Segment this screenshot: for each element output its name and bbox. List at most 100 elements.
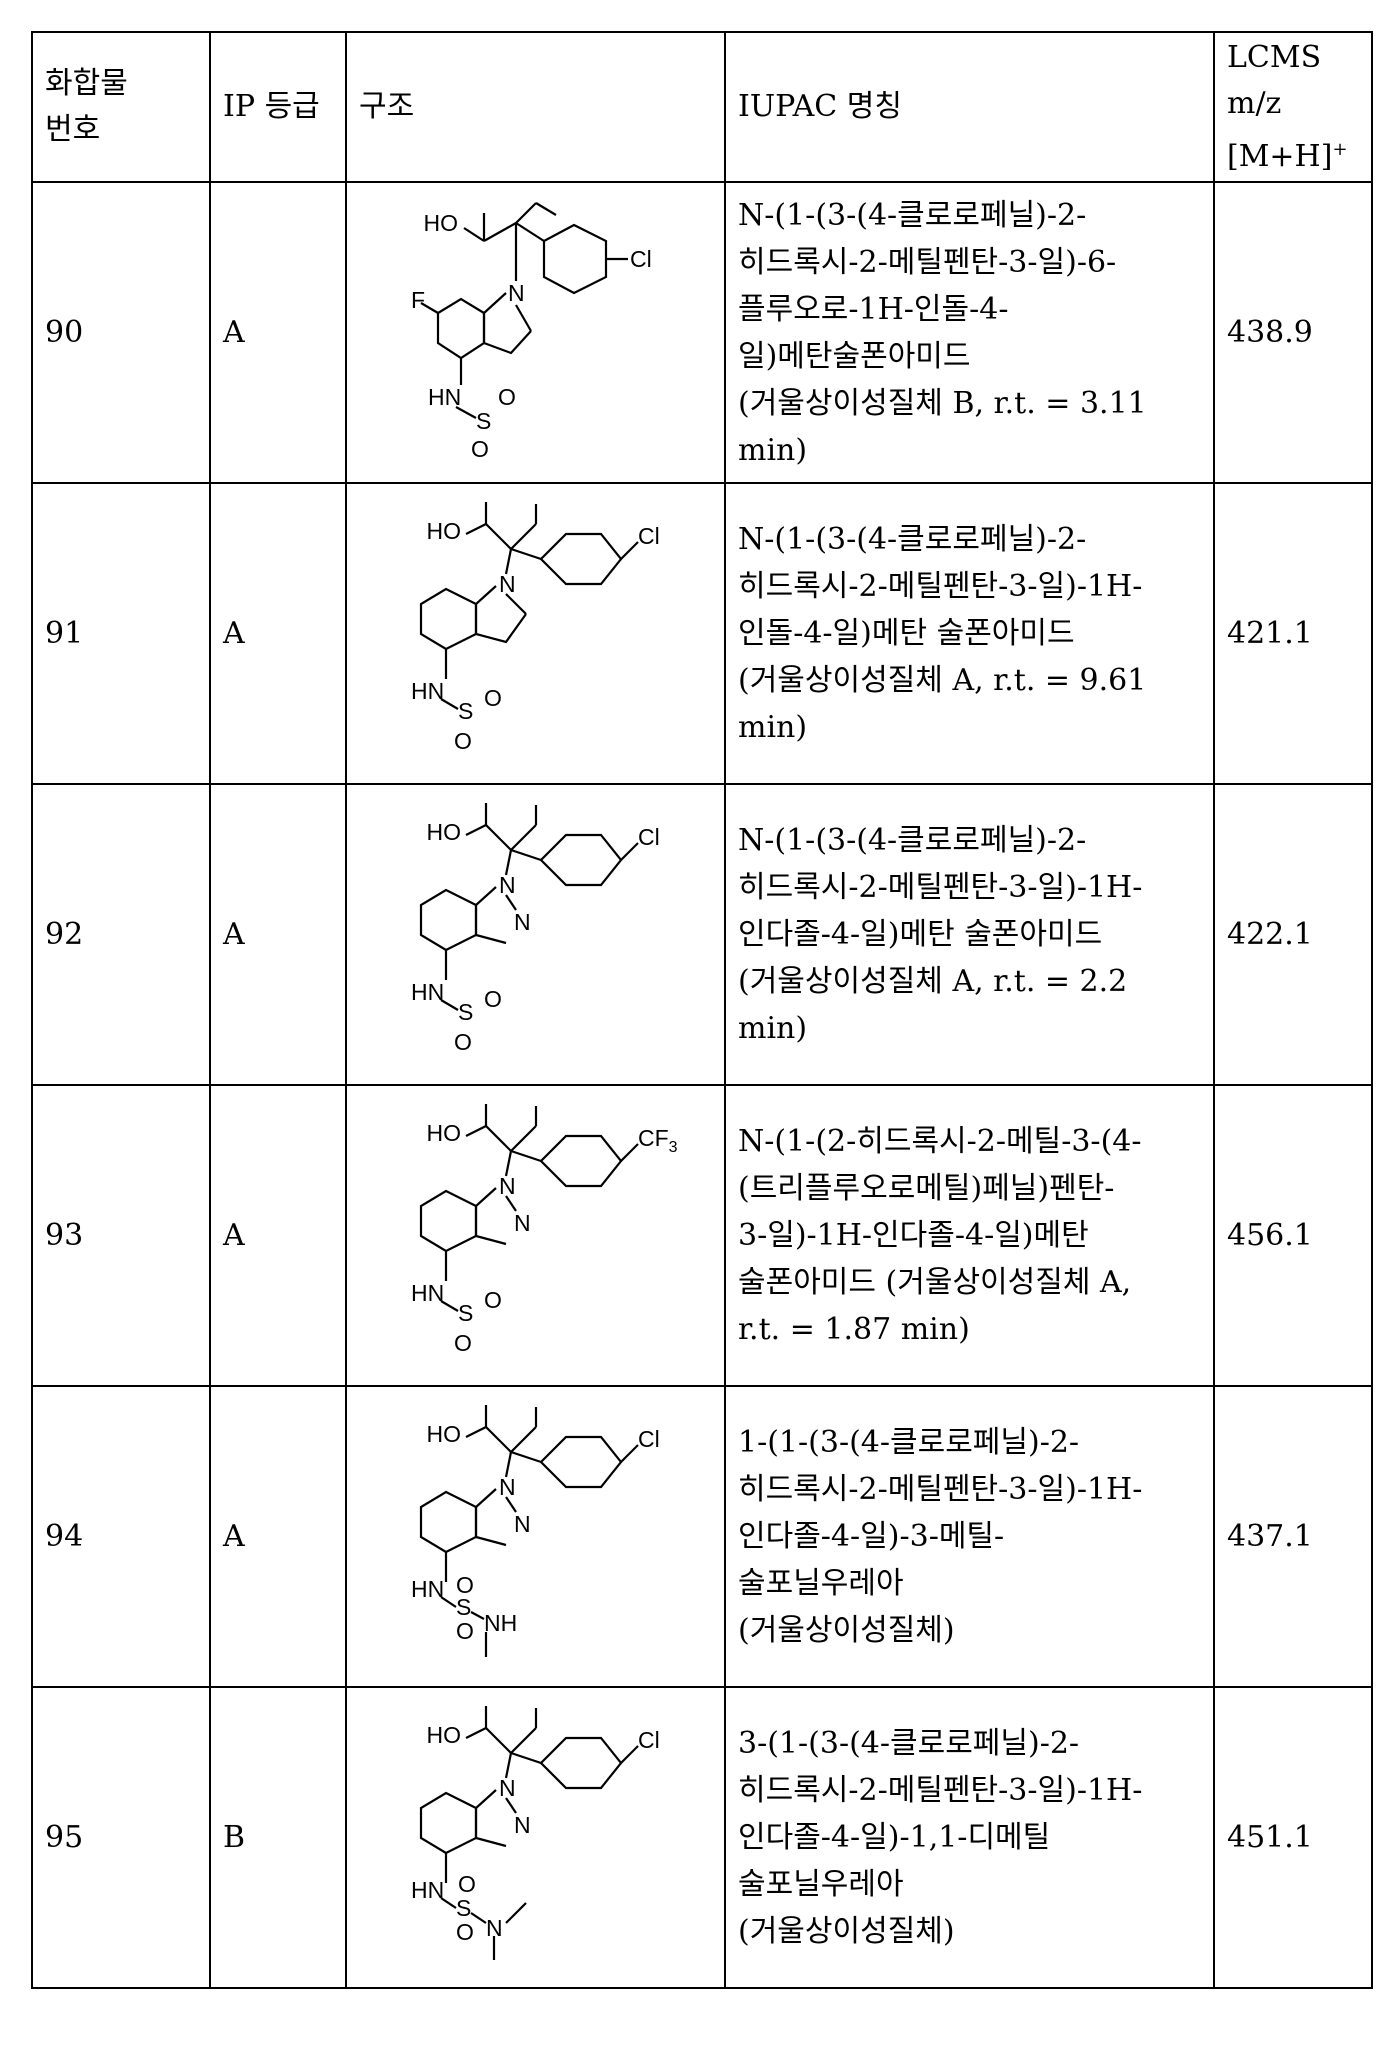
atom-label: HO xyxy=(423,210,458,236)
atom-label: Cl xyxy=(638,1727,660,1753)
atom-label: HO xyxy=(426,1421,461,1447)
atom-label: HN xyxy=(411,678,444,704)
atom-label: O xyxy=(454,728,472,754)
atom-label: N xyxy=(499,571,516,597)
compound-number: 94 xyxy=(32,1386,210,1687)
atom-label: S xyxy=(458,698,473,724)
iupac-name: N-(1-(2-히드록시-2-메틸-3-(4- (트리플루오로메틸)페닐)펜탄-… xyxy=(725,1085,1214,1386)
ip-grade: A xyxy=(210,784,346,1085)
header-lcms: LCMS m/z [M+H]+ xyxy=(1214,32,1372,182)
structure-diagram: HO N N CF3 HN S O O xyxy=(366,1096,706,1376)
atom-label: S xyxy=(476,408,491,434)
ip-grade: A xyxy=(210,1085,346,1386)
atom-label: S xyxy=(458,1300,473,1326)
lcms-value: 422.1 xyxy=(1214,784,1372,1085)
atom-label: N xyxy=(499,1173,516,1199)
header-structure: 구조 xyxy=(346,32,725,182)
iupac-name: N-(1-(3-(4-클로로페닐)-2- 히드록시-2-메틸펜탄-3-일)-1H… xyxy=(725,784,1214,1085)
atom-label: N xyxy=(514,1511,531,1537)
ip-grade: B xyxy=(210,1687,346,1988)
header-compound-no: 화합물 번호 xyxy=(32,32,210,182)
atom-label: N xyxy=(499,872,516,898)
atom-label: F xyxy=(411,287,425,313)
cf-label: CF xyxy=(638,1125,669,1151)
atom-label: N xyxy=(514,909,531,935)
atom-label: O xyxy=(454,1330,472,1356)
structure-cell: HO N Cl HN S O O xyxy=(346,483,725,784)
lcms-value: 456.1 xyxy=(1214,1085,1372,1386)
structure-diagram: HO N Cl HN S O O xyxy=(366,494,706,774)
atom-label: O xyxy=(484,685,502,711)
atom-label: O xyxy=(498,384,516,410)
compound-number: 92 xyxy=(32,784,210,1085)
atom-label: Cl xyxy=(630,246,652,272)
ip-grade: A xyxy=(210,182,346,483)
table-row: 91 A HO N Cl HN S O O xyxy=(32,483,1372,784)
atom-label: HN xyxy=(411,1280,444,1306)
ip-grade: A xyxy=(210,483,346,784)
atom-label: N xyxy=(499,1474,516,1500)
atom-label: HO xyxy=(426,1722,461,1748)
atom-label: Cl xyxy=(638,523,660,549)
atom-label: NH xyxy=(484,1610,517,1636)
header-ip-grade: IP 등급 xyxy=(210,32,346,182)
atom-label: N xyxy=(514,1210,531,1236)
table-row: 93 A HO N N CF3 HN S O xyxy=(32,1085,1372,1386)
iupac-name: N-(1-(3-(4-클로로페닐)-2- 히드록시-2-메틸펜탄-3-일)-1H… xyxy=(725,483,1214,784)
header-row: 화합물 번호 IP 등급 구조 IUPAC 명칭 LCMS m/z [M+H]+ xyxy=(32,32,1372,182)
atom-label: HN xyxy=(411,979,444,1005)
atom-label: N xyxy=(499,1775,516,1801)
iupac-name: 3-(1-(3-(4-클로로페닐)-2- 히드록시-2-메틸펜탄-3-일)-1H… xyxy=(725,1687,1214,1988)
atom-label: HN xyxy=(411,1877,444,1903)
atom-label: HO xyxy=(426,518,461,544)
atom-label: HO xyxy=(426,1120,461,1146)
lcms-value: 421.1 xyxy=(1214,483,1372,784)
structure-diagram: HO F N Cl HN S O O xyxy=(366,193,706,473)
atom-label: O xyxy=(456,1618,474,1644)
atom-label: O xyxy=(454,1029,472,1055)
atom-label: O xyxy=(456,1919,474,1945)
table-row: 94 A HO N N Cl HN S xyxy=(32,1386,1372,1687)
structure-cell: HO F N Cl HN S O O xyxy=(346,182,725,483)
compound-number: 90 xyxy=(32,182,210,483)
atom-label: CF3 xyxy=(638,1125,678,1156)
table-row: 92 A HO N N Cl HN S O xyxy=(32,784,1372,1085)
atom-label: S xyxy=(456,1895,471,1921)
structure-cell: HO N N Cl HN S O O NH xyxy=(346,1386,725,1687)
atom-label: S xyxy=(458,999,473,1025)
header-lcms-sup: + xyxy=(1332,139,1347,160)
atom-label: O xyxy=(458,1871,476,1897)
iupac-name: 1-(1-(3-(4-클로로페닐)-2- 히드록시-2-메틸펜탄-3-일)-1H… xyxy=(725,1386,1214,1687)
atom-label: N xyxy=(486,1915,503,1941)
atom-label: O xyxy=(484,986,502,1012)
atom-label: N xyxy=(508,280,525,306)
atom-label: HO xyxy=(426,819,461,845)
structure-diagram: HO N N Cl HN S O O N xyxy=(366,1698,706,1978)
ip-grade: A xyxy=(210,1386,346,1687)
header-iupac: IUPAC 명칭 xyxy=(725,32,1214,182)
structure-diagram: HO N N Cl HN S O O NH xyxy=(366,1397,706,1677)
atom-label: N xyxy=(514,1812,531,1838)
compound-number: 95 xyxy=(32,1687,210,1988)
atom-label: HN xyxy=(411,1576,444,1602)
structure-cell: HO N N Cl HN S O O N xyxy=(346,1687,725,1988)
table-row: 95 B HO N N Cl HN xyxy=(32,1687,1372,1988)
atom-label: O xyxy=(456,1572,474,1598)
table-row: 90 A HO F N Cl HN S xyxy=(32,182,1372,483)
atom-label: O xyxy=(471,436,489,462)
compound-table: 화합물 번호 IP 등급 구조 IUPAC 명칭 LCMS m/z [M+H]+… xyxy=(31,31,1373,1989)
atom-label: O xyxy=(484,1287,502,1313)
compound-number: 91 xyxy=(32,483,210,784)
header-lcms-label: LCMS m/z [M+H] xyxy=(1227,40,1332,174)
lcms-value: 437.1 xyxy=(1214,1386,1372,1687)
structure-cell: HO N N Cl HN S O O xyxy=(346,784,725,1085)
structure-diagram: HO N N Cl HN S O O xyxy=(366,795,706,1075)
lcms-value: 451.1 xyxy=(1214,1687,1372,1988)
atom-label: Cl xyxy=(638,824,660,850)
cf-subscript: 3 xyxy=(668,1139,677,1156)
atom-label: Cl xyxy=(638,1426,660,1452)
structure-cell: HO N N CF3 HN S O O xyxy=(346,1085,725,1386)
atom-label: HN xyxy=(428,384,461,410)
iupac-name: N-(1-(3-(4-클로로페닐)-2- 히드록시-2-메틸펜탄-3-일)-6-… xyxy=(725,182,1214,483)
compound-number: 93 xyxy=(32,1085,210,1386)
